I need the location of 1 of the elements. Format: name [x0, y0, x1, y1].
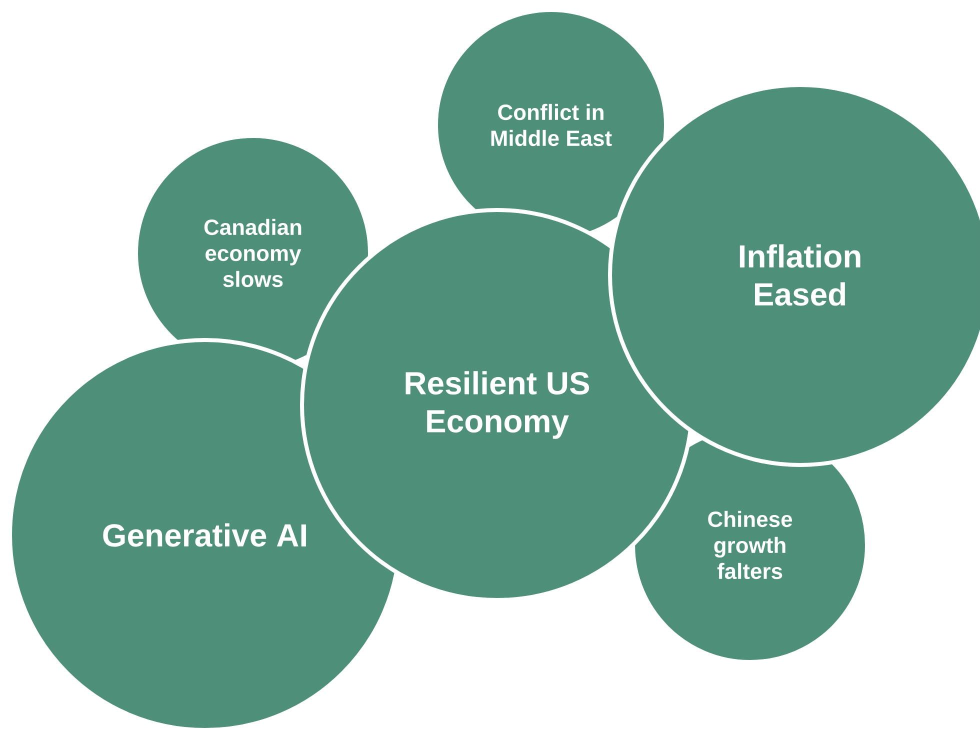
node-label: Inflation Eased — [740, 244, 860, 306]
